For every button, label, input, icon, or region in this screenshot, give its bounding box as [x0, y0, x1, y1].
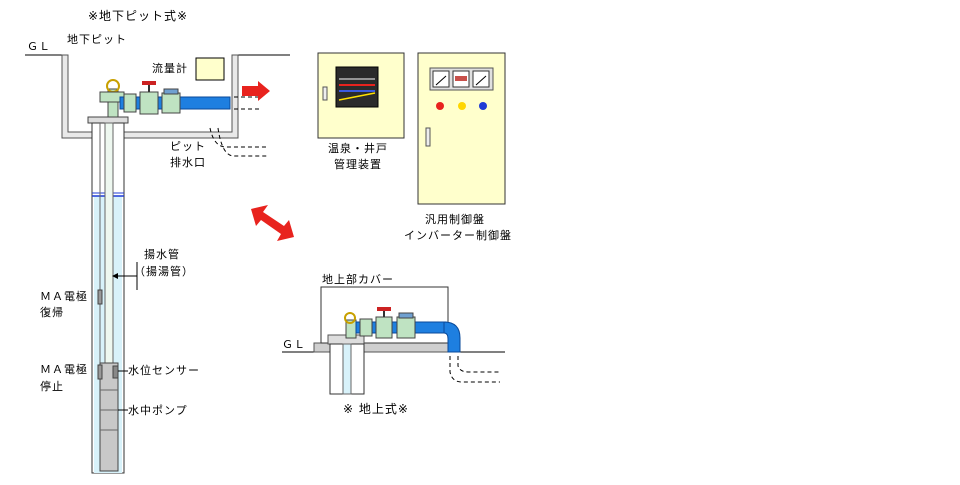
pit-drain-label-line2: 排水口 [170, 156, 206, 169]
surface-cover [320, 286, 449, 344]
submersible-pump-label: 水中ポンプ [128, 404, 188, 417]
screen-trace-yellow [338, 92, 376, 101]
water-level-sensor-label: 水位センサー [128, 364, 200, 377]
meter-left [432, 70, 450, 88]
surface-check-valve [359, 318, 373, 337]
meter-center-display [455, 76, 467, 81]
pump-pipe [104, 122, 114, 364]
flow-meter-box [195, 57, 225, 81]
management-panel-label-line1: 温泉・井戸 [328, 142, 388, 155]
well-cap [87, 116, 129, 124]
control-panel-label-line1: 汎用制御盤 [425, 213, 485, 226]
ma-electrode-stop [97, 364, 103, 380]
pit-piping [99, 79, 270, 118]
water-level-sensor [112, 365, 119, 379]
ma-restore-label-line1: ＭＡ電極 [40, 290, 88, 303]
flow-direction-arrow [242, 81, 270, 101]
recorder-screen [335, 66, 379, 108]
meter-right [472, 70, 490, 88]
panel-handle [322, 86, 328, 101]
well [87, 116, 129, 474]
surface-valve-handle [377, 307, 391, 311]
management-panel-label-line2: 管理装置 [334, 158, 382, 171]
gl-label-surface: ＧＬ [282, 338, 306, 351]
meter-left-needle [435, 75, 447, 86]
control-panel-handle [425, 127, 431, 147]
flow-meter-label: 流量計 [152, 62, 188, 75]
check-valve [123, 93, 137, 113]
red-lamp-icon [436, 102, 444, 110]
blue-lamp-icon [479, 102, 487, 110]
pit-drain-line-1 [209, 127, 268, 148]
pump-pipe-label-line1: 揚水管 [144, 248, 180, 261]
surface-flow-sensor [396, 316, 416, 339]
surface-drain-line-2 [457, 356, 500, 373]
surface-elbow [443, 321, 461, 353]
pit-drain-label-line1: ピット [170, 140, 206, 153]
submersible-pump-body [99, 362, 119, 472]
surface-eye-bolt [344, 312, 356, 324]
ground-cover-label: 地上部カバー [322, 273, 394, 286]
valve-handle [142, 81, 156, 85]
flow-sensor-head [163, 88, 179, 95]
control-panel-label-line2: インバーター制御盤 [404, 229, 512, 242]
surface-pump-pipe [342, 343, 352, 395]
surface-type-title: ※ 地上式※ [343, 402, 409, 416]
surface-flow-sensor-head [398, 312, 414, 319]
surface-gate-valve [375, 316, 393, 339]
pit-type-title: ※地下ピット式※ [88, 9, 189, 23]
ma-restore-label-line2: 復帰 [40, 306, 64, 319]
ma-electrode-restore [97, 289, 103, 305]
management-panel [317, 52, 405, 139]
meter-right-needle [475, 75, 487, 86]
gl-label-pit: ＧＬ [27, 40, 51, 53]
ma-stop-label-line1: ＭＡ電極 [40, 363, 88, 376]
pump-pipe-label-line2: （揚湯管） [134, 265, 194, 278]
underground-pit-label: 地下ピット [67, 33, 127, 46]
surface-drain-line-1 [449, 356, 500, 383]
surface-installation [282, 286, 505, 395]
switch-arrow [251, 205, 294, 241]
pit-drain-line-2 [217, 127, 268, 157]
yellow-lamp-icon [458, 102, 466, 110]
ma-stop-label-line2: 停止 [40, 380, 64, 393]
flow-sensor [161, 92, 181, 114]
gate-valve [139, 91, 159, 115]
control-panel [417, 52, 506, 205]
